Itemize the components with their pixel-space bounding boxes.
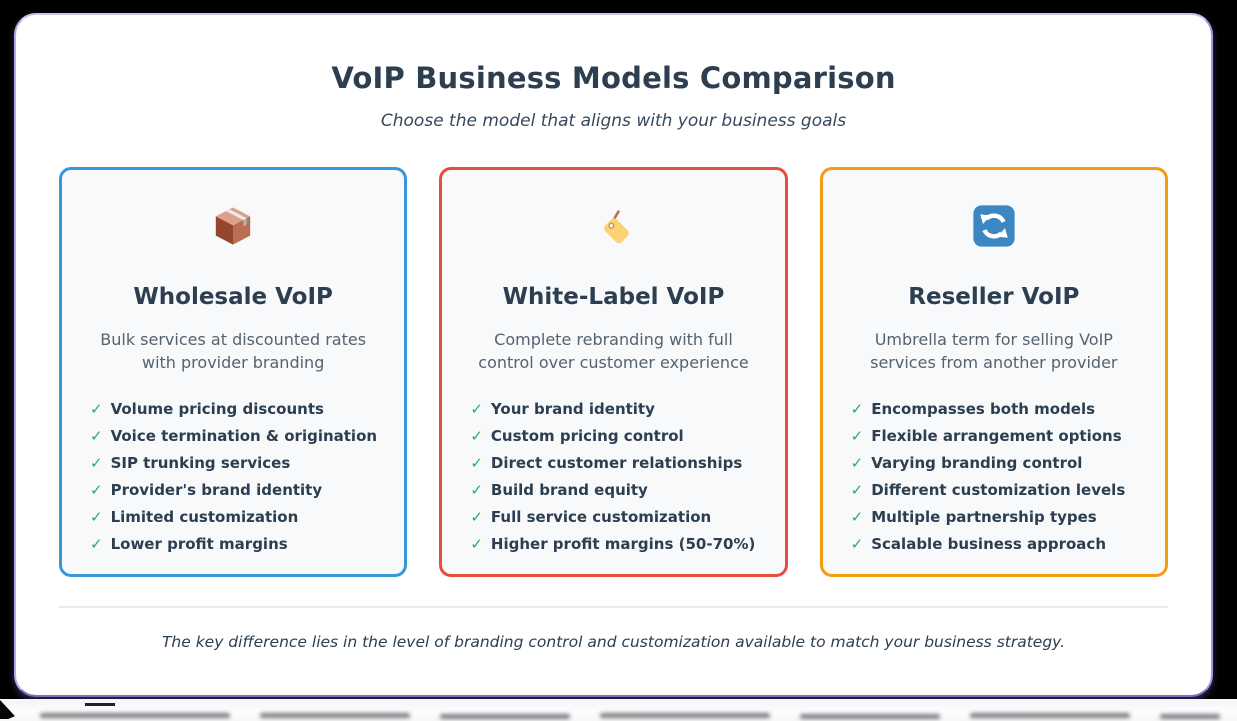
feature-text: Different customization levels <box>871 481 1126 500</box>
card-description: Umbrella term for selling VoIP services … <box>870 330 1118 373</box>
footer-note: The key difference lies in the level of … <box>161 633 1066 651</box>
check-icon: ✓ <box>470 400 483 419</box>
cut-off-content-strip <box>0 699 1237 721</box>
feature-text: Custom pricing control <box>490 427 684 446</box>
check-icon: ✓ <box>850 427 864 446</box>
feature-item: ✓ Varying branding control <box>851 450 1165 477</box>
card-reseller-voip: Reseller VoIP Umbrella term for selling … <box>819 167 1168 577</box>
feature-item: ✓ Different customization levels <box>851 477 1165 504</box>
check-icon: ✓ <box>850 481 864 500</box>
feature-item: ✓ Limited customization <box>90 504 404 531</box>
feature-item: ✓ Build brand equity <box>470 477 784 504</box>
feature-item: ✓ Your brand identity <box>470 396 784 423</box>
check-icon: ✓ <box>850 454 864 473</box>
comparison-panel: VoIP Business Models Comparison Choose t… <box>14 13 1213 697</box>
check-icon: ✓ <box>850 400 864 419</box>
feature-text: Build brand equity <box>490 481 648 500</box>
feature-list: ✓ Encompasses both models ✓ Flexible arrang… <box>823 396 1165 558</box>
card-title: Wholesale VoIP <box>133 284 333 310</box>
background-artifact <box>85 703 115 706</box>
feature-text: Volume pricing discounts <box>110 400 324 419</box>
card-wholesale-voip: Wholesale VoIP Bulk services at discount… <box>59 167 408 577</box>
background-artifact <box>970 713 1130 718</box>
background-artifact <box>260 713 410 718</box>
background-artifact <box>600 713 770 718</box>
feature-text: Encompasses both models <box>871 400 1096 419</box>
check-icon: ✓ <box>90 535 103 554</box>
cards-row: Wholesale VoIP Bulk services at discount… <box>16 167 1211 577</box>
feature-item: ✓ Volume pricing discounts <box>90 396 404 423</box>
feature-text: Scalable business approach <box>871 535 1106 554</box>
card-title: Reseller VoIP <box>908 284 1080 310</box>
feature-item: ✓ Custom pricing control <box>470 423 784 450</box>
feature-list: ✓ Your brand identity ✓ Custom pricing cont… <box>442 396 784 558</box>
feature-text: Varying branding control <box>871 454 1083 473</box>
feature-item: ✓ Multiple partnership types <box>851 504 1165 531</box>
feature-text: Your brand identity <box>490 400 655 419</box>
check-icon: ✓ <box>470 454 483 473</box>
feature-item: ✓ Direct customer relationships <box>470 450 784 477</box>
recycle-arrows-icon <box>972 204 1016 248</box>
label-tag-icon <box>591 204 635 248</box>
feature-item: ✓ Provider's brand identity <box>90 477 404 504</box>
feature-text: Direct customer relationships <box>490 454 743 473</box>
check-icon: ✓ <box>470 508 483 527</box>
background-artifact <box>440 714 570 719</box>
feature-text: Flexible arrangement options <box>871 427 1122 446</box>
check-icon: ✓ <box>90 427 103 446</box>
check-icon: ✓ <box>90 508 103 527</box>
feature-item: ✓ Higher profit margins (50-70%) <box>470 531 784 558</box>
check-icon: ✓ <box>850 535 864 554</box>
card-title: White-Label VoIP <box>502 284 725 310</box>
feature-text: Multiple partnership types <box>871 508 1097 527</box>
check-icon: ✓ <box>90 481 103 500</box>
feature-text: Full service customization <box>490 508 712 527</box>
check-icon: ✓ <box>470 427 483 446</box>
card-description: Bulk services at discounted rates with p… <box>100 330 367 373</box>
header: VoIP Business Models Comparison Choose t… <box>16 15 1211 131</box>
feature-text: Voice termination & origination <box>110 427 378 446</box>
feature-text: Limited customization <box>110 508 299 527</box>
feature-item: ✓ Flexible arrangement options <box>851 423 1165 450</box>
page-subtitle: Choose the model that aligns with your b… <box>380 111 847 131</box>
check-icon: ✓ <box>470 535 483 554</box>
feature-list: ✓ Volume pricing discounts ✓ Voice terminat… <box>62 396 404 558</box>
feature-text: Lower profit margins <box>110 535 288 554</box>
background-artifact <box>40 713 230 718</box>
background-artifact <box>800 714 940 719</box>
check-icon: ✓ <box>850 508 864 527</box>
divider <box>59 606 1168 608</box>
package-icon <box>211 204 255 248</box>
check-icon: ✓ <box>90 454 103 473</box>
check-icon: ✓ <box>90 400 103 419</box>
check-icon: ✓ <box>470 481 483 500</box>
feature-item: ✓ SIP trunking services <box>90 450 404 477</box>
feature-text: Provider's brand identity <box>110 481 323 500</box>
feature-text: Higher profit margins (50-70%) <box>490 535 756 554</box>
card-white-label-voip: White-Label VoIP Complete rebranding wit… <box>439 167 788 577</box>
background-artifact <box>1160 714 1220 719</box>
feature-item: ✓ Lower profit margins <box>90 531 404 558</box>
card-description: Complete rebranding with full control ov… <box>478 330 749 373</box>
feature-item: ✓ Full service customization <box>470 504 784 531</box>
feature-item: ✓ Scalable business approach <box>851 531 1165 558</box>
feature-item: ✓ Encompasses both models <box>851 396 1165 423</box>
feature-item: ✓ Voice termination & origination <box>90 423 404 450</box>
feature-text: SIP trunking services <box>110 454 291 473</box>
page-title: VoIP Business Models Comparison <box>331 61 896 95</box>
